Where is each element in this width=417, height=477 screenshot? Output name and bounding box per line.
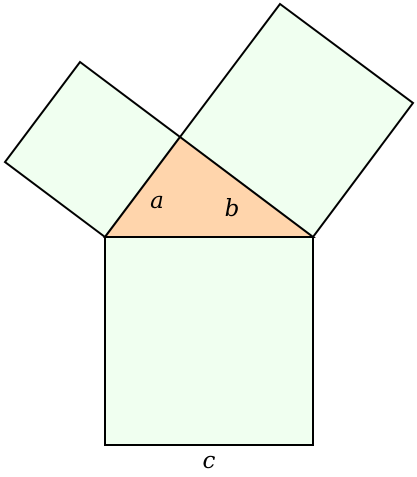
label-b: b xyxy=(225,196,240,222)
square-on-c xyxy=(104,236,314,446)
label-c: c xyxy=(203,448,216,474)
label-a: a xyxy=(150,188,164,214)
right-triangle xyxy=(103,135,316,238)
